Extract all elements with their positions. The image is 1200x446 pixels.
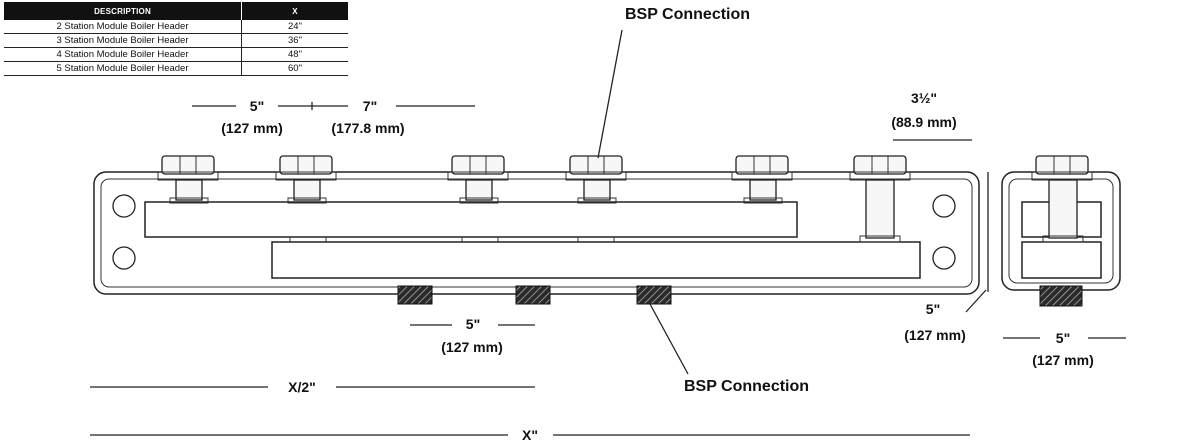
bsp-fitting xyxy=(157,155,219,204)
side-bottom-port xyxy=(1039,285,1083,307)
bsp-connection-bottom-label: BSP Connection xyxy=(684,378,809,395)
bsp-fitting xyxy=(275,155,337,204)
column-header-x: X xyxy=(241,2,348,20)
dim-7-top-mm-label: (177.8 mm) xyxy=(331,120,404,136)
dim-5-bottom-label: 5" xyxy=(466,316,480,332)
dimension-lines xyxy=(90,29,1126,436)
table-row: 5 Station Module Boiler Header 60" xyxy=(4,61,348,76)
bsp-fitting xyxy=(849,155,911,243)
side-body-inner xyxy=(1008,178,1114,284)
mounting-hole xyxy=(932,194,956,218)
table-row: 2 Station Module Boiler Header 24" xyxy=(4,20,348,34)
row-description: 4 Station Module Boiler Header xyxy=(4,47,242,62)
lower-manifold-bar xyxy=(271,241,921,279)
dim-5-side-mm-label: (127 mm) xyxy=(1032,352,1093,368)
bottom-bsp-port xyxy=(636,285,672,305)
row-description: 2 Station Module Boiler Header xyxy=(4,20,242,34)
row-x-value: 60" xyxy=(241,61,348,76)
dim-3half-label: 3½" xyxy=(911,90,937,106)
upper-manifold-bar xyxy=(144,201,798,238)
bsp-connection-top-label: BSP Connection xyxy=(625,6,750,23)
dim-5-height-label: 5" xyxy=(926,301,940,317)
column-header-description: DESCRIPTION xyxy=(4,2,242,20)
dim-5-top-mm-label: (127 mm) xyxy=(221,120,282,136)
spec-table: DESCRIPTION X 2 Station Module Boiler He… xyxy=(4,2,348,76)
bsp-fitting xyxy=(447,155,509,204)
row-x-value: 36" xyxy=(241,33,348,48)
table-row: 4 Station Module Boiler Header 48" xyxy=(4,47,348,62)
dim-5-bottom-mm-label: (127 mm) xyxy=(441,339,502,355)
dim-5-height-mm-label: (127 mm) xyxy=(904,327,965,343)
dim-7-top-label: 7" xyxy=(363,98,377,114)
mounting-hole xyxy=(112,194,136,218)
dim-x-label: X" xyxy=(522,427,538,443)
bottom-bsp-port xyxy=(515,285,551,305)
table-row: 3 Station Module Boiler Header 36" xyxy=(4,33,348,48)
bsp-bottom-leader xyxy=(649,303,689,375)
mounting-hole xyxy=(932,246,956,270)
row-x-value: 24" xyxy=(241,20,348,34)
row-description: 3 Station Module Boiler Header xyxy=(4,33,242,48)
dim-5-side-label: 5" xyxy=(1056,330,1070,346)
dim-5-top-label: 5" xyxy=(250,98,264,114)
side-view xyxy=(1001,155,1121,307)
side-lower-bar xyxy=(1021,241,1102,279)
row-description: 5 Station Module Boiler Header xyxy=(4,61,242,76)
dim-half-x-label: X/2" xyxy=(288,379,316,395)
bsp-top-leader xyxy=(597,29,623,159)
table-header-row: DESCRIPTION X xyxy=(4,2,348,20)
mounting-hole xyxy=(112,246,136,270)
bsp-fitting xyxy=(565,155,627,204)
bottom-bsp-port xyxy=(397,285,433,305)
dim-3half-mm-label: (88.9 mm) xyxy=(891,114,956,130)
row-x-value: 48" xyxy=(241,47,348,62)
side-fitting xyxy=(1031,155,1093,243)
front-view xyxy=(93,155,980,305)
bsp-fitting xyxy=(731,155,793,204)
